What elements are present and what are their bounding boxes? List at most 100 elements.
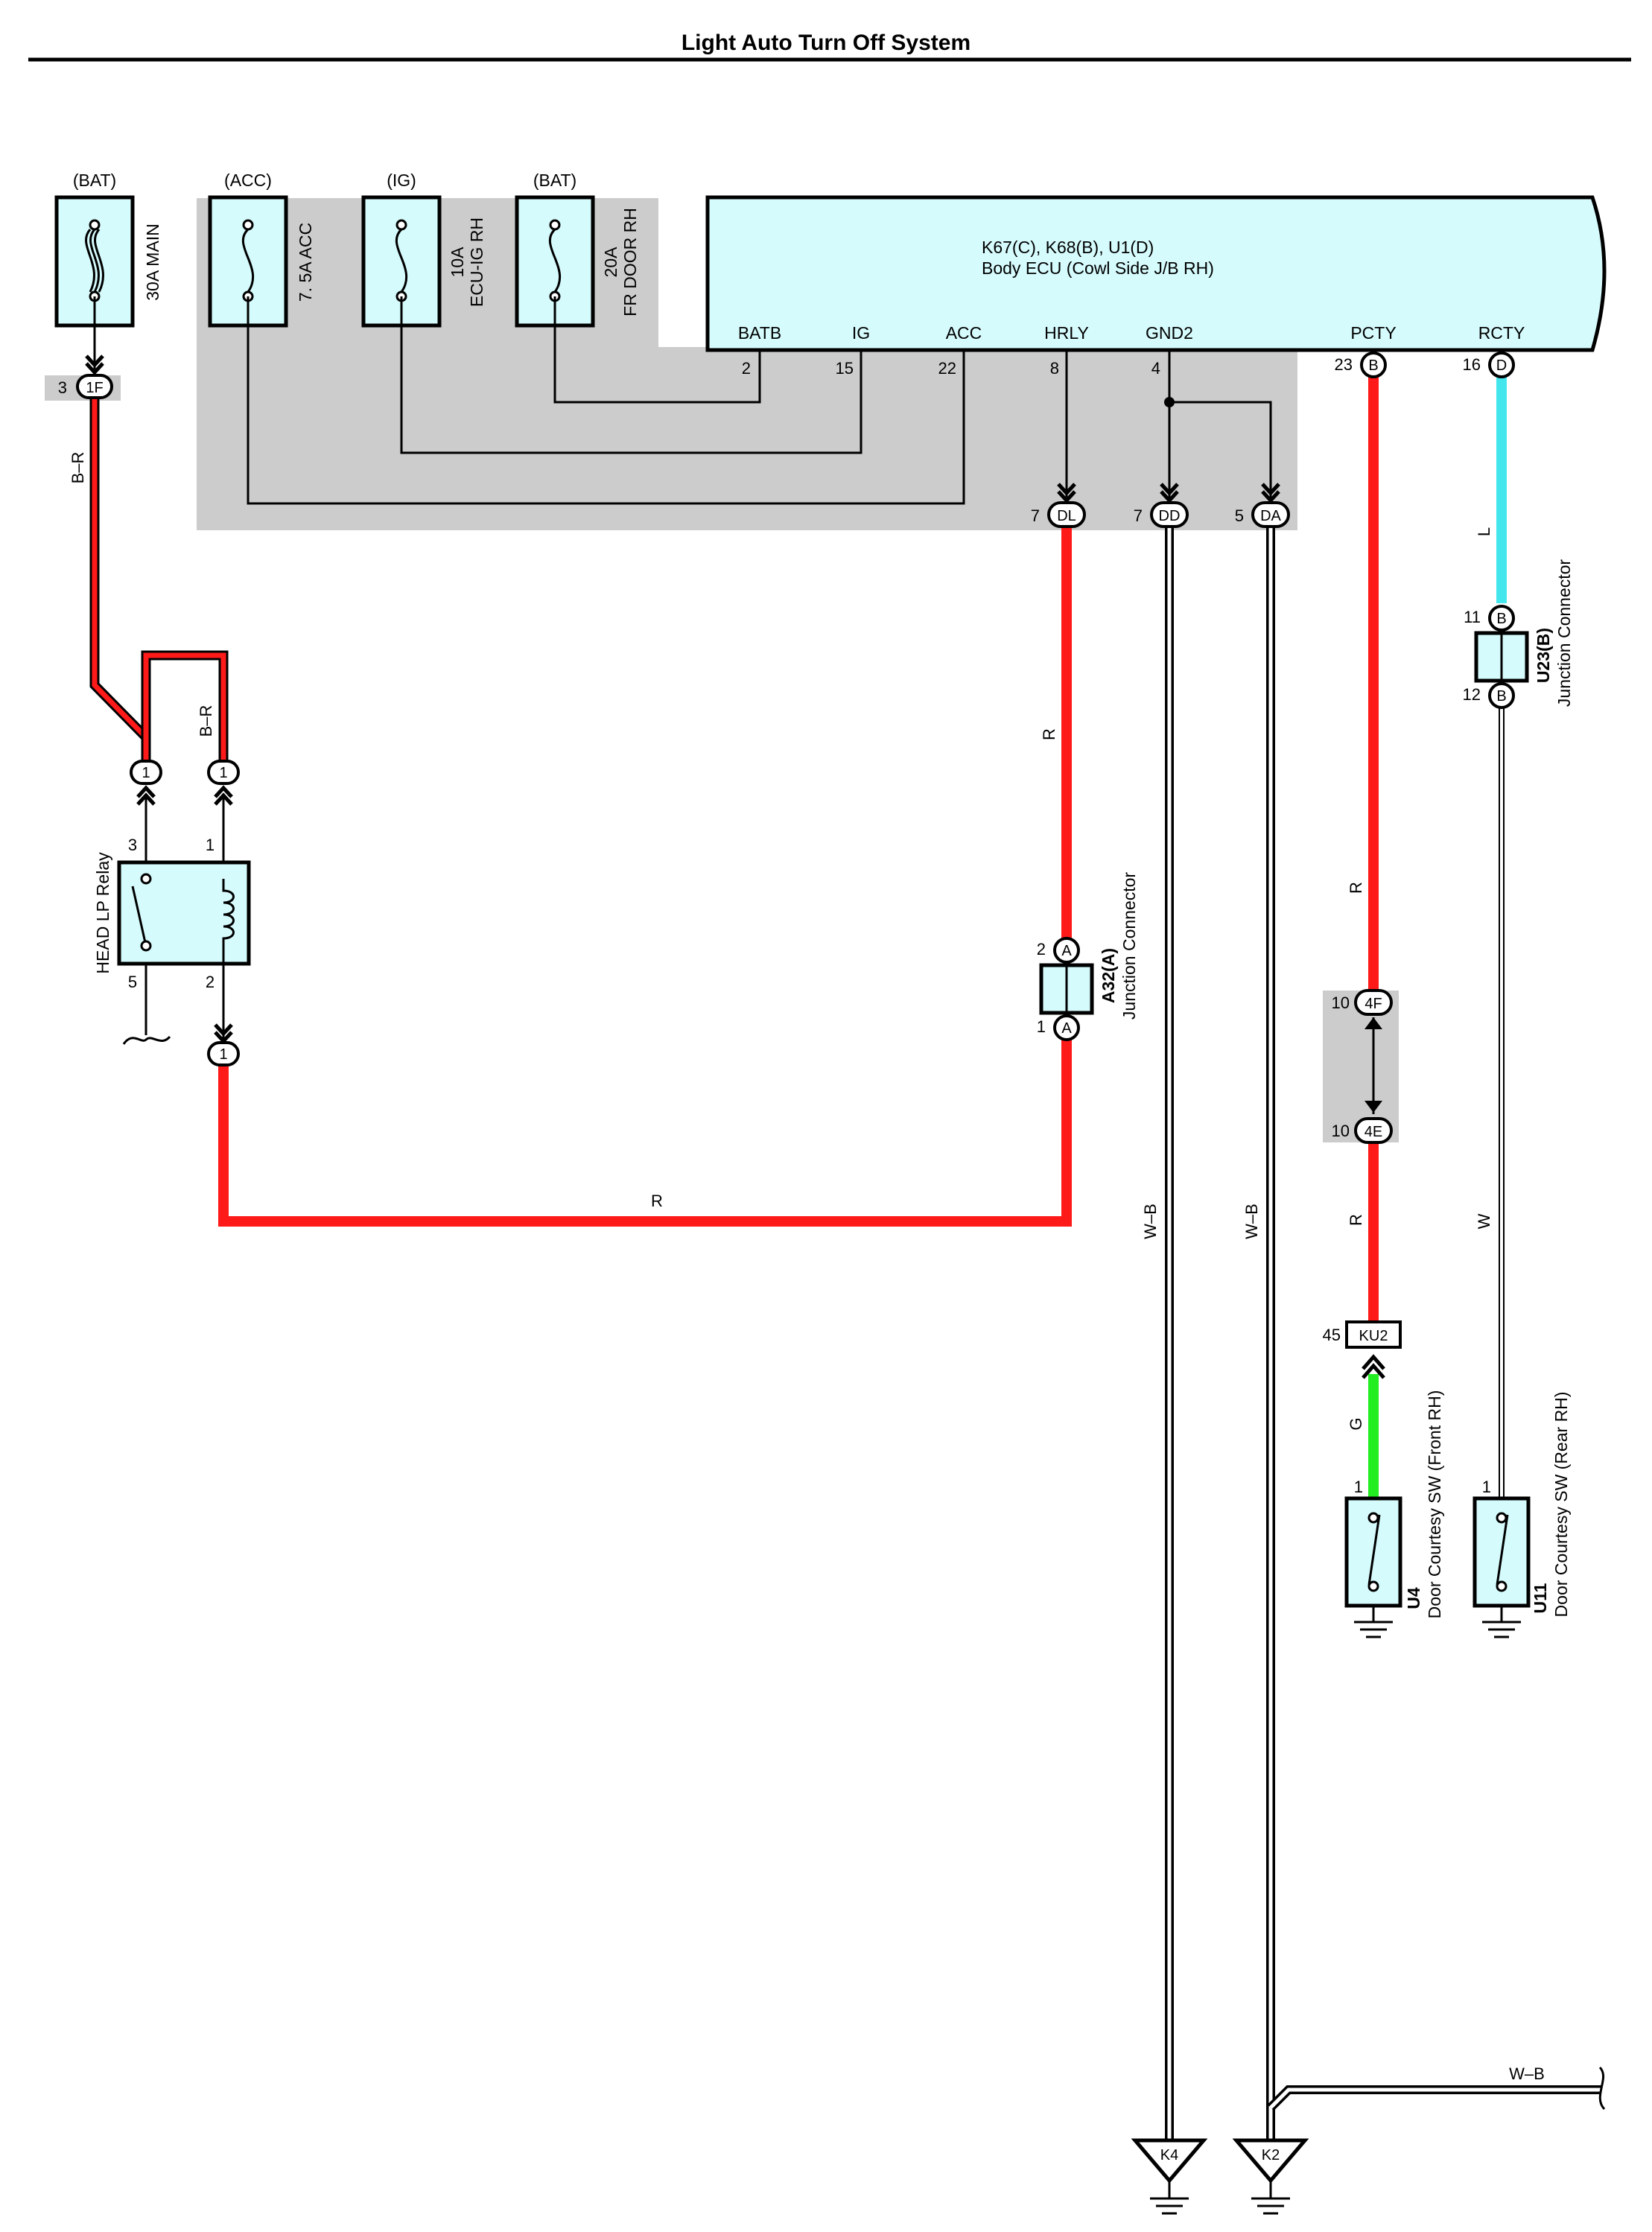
arrow-1f [85,354,104,368]
wire-b-r-main [89,395,229,766]
fuse-source-label: (IG) [387,171,416,190]
ecu-terminal-acc: ACC [946,323,982,343]
connector-label: 4F [1365,996,1382,1012]
u23-id: U23(B) [1534,628,1553,683]
a32-name: Junction Connector [1119,872,1139,1020]
pin-number: 1 [1037,1017,1046,1036]
connector-dd: 7 DD [1134,501,1189,528]
connector-label: A [1061,1020,1072,1037]
pin-number: 2 [742,359,751,378]
connector-label: B [1496,688,1506,705]
pin-number: 10 [1332,1122,1350,1140]
wire-color-label: L [1475,527,1493,536]
fuse-name-label: 7. 5A ACC [296,223,315,302]
pin-number: 1 [1354,1478,1363,1496]
connector-dl: 7 DL [1031,501,1086,528]
connector-label: DD [1159,508,1181,524]
u11-door-courtesy-switch: 1 U11 Door Courtesy SW (Rear RH) [1472,1392,1571,1638]
connector-label: 4E [1365,1124,1382,1140]
pin-number: 12 [1463,685,1481,704]
u4-name: Door Courtesy SW (Front RH) [1425,1390,1444,1619]
ecu-terminal-hrly: HRLY [1044,323,1089,343]
pin-number: 10 [1332,993,1350,1012]
arrows-4f-4e [1365,1017,1382,1113]
fuse-amp-label: 10A [448,247,467,278]
wire-color-label: G [1347,1417,1365,1430]
pin-number: 23 [1335,355,1353,374]
relay-pin-5: 5 [128,973,137,991]
fuse-name-label: 30A MAIN [143,223,162,301]
connector-arrows [1057,483,1280,503]
connector-label: 1 [142,765,150,781]
ecu-terminal-ig: IG [852,323,870,343]
connector-ku2: 45 KU2 [1323,1320,1402,1349]
pin-number: 45 [1323,1326,1341,1344]
arrow-ku2 [1362,1354,1385,1379]
wire-w-b-da [1266,526,1601,2145]
pin-number: 7 [1134,506,1143,525]
ground-label: K2 [1262,2147,1280,2163]
wire-color-label: B–R [197,705,215,737]
head-lp-relay: 1 1 3 1 5 2 HEAD LP Relay [93,760,251,1066]
body-ecu: K67(C), K68(B), U1(D) Body ECU (Cowl Sid… [705,195,1607,352]
ecu-terminal-pcty: PCTY [1350,323,1396,343]
fuse-ecu-internal-wiring [247,296,1272,505]
pin-number: 1 [1482,1478,1491,1496]
ecu-subtitle: Body ECU (Cowl Side J/B RH) [982,258,1214,278]
connector-label: A [1061,943,1072,959]
connector-label: 1F [86,380,103,396]
ecu-title: K67(C), K68(B), U1(D) [982,238,1154,257]
u11-id: U11 [1531,1583,1550,1613]
wire-color-label: W–B [1509,2064,1545,2083]
pin-number: 16 [1463,355,1481,374]
diagram-title: Light Auto Turn Off System [682,31,970,55]
connector-label: DA [1260,508,1281,524]
wire-color-label: R [651,1192,663,1210]
fuse-source-label: (BAT) [73,171,116,190]
fuse-name-label: FR DOOR RH [620,208,640,317]
connector-pcty: B [1360,352,1387,378]
ecu-terminal-batb: BATB [738,323,781,343]
connector-1f: 3 1F [58,374,113,399]
relay-name: HEAD LP Relay [93,852,112,974]
wire-color-label: W [1475,1213,1493,1229]
fuse-10a-ecu-ig-rh: (IG) 10A ECU-IG RH [361,171,486,328]
connector-label: D [1496,357,1507,374]
fuse-30a-main: (BAT) 30A MAIN [54,171,162,328]
wire-color-label: R [1347,882,1365,894]
pin-number: 11 [1464,608,1481,626]
connector-4f: 10 4F [1332,989,1393,1016]
relay-pin-1: 1 [206,836,215,854]
u4-door-courtesy-switch: 1 U4 Door Courtesy SW (Front RH) [1344,1390,1444,1638]
ground-k2: K2 [1232,2138,1309,2215]
wire-color-label: R [1040,728,1058,740]
connector-rcty: D [1488,352,1515,378]
fuse-source-label: (ACC) [224,171,272,190]
connector-4f-4e-shade [1323,991,1399,1142]
a32-junction-connector: 2 A A 1 A32(A) Junction Connector [1037,872,1139,1041]
wire-r-bottom [218,1039,1072,1227]
pin-number: 22 [938,359,956,378]
ground-label: K4 [1160,2147,1178,2163]
a32-id: A32(A) [1099,948,1118,1003]
wire-color-label: R [1347,1214,1365,1226]
connector-label: B [1368,357,1378,374]
wire-color-label: B–R [69,452,87,484]
pin-number: 3 [58,378,67,397]
pin-number: 7 [1031,506,1040,525]
relay-pin-2: 2 [206,973,215,991]
arrow-1f [85,362,104,375]
fuse-20a-fr-door-rh: (BAT) 20A FR DOOR RH [515,171,640,328]
pin-number: 5 [1235,506,1244,525]
u4-id: U4 [1404,1587,1423,1609]
pin-number: 4 [1151,359,1160,378]
connector-label: B [1496,611,1506,627]
ecu-terminal-gnd2: GND2 [1146,323,1193,343]
connector-da: 5 DA [1235,501,1290,528]
connector-label: 1 [219,1046,227,1063]
fuse-7-5a-acc: (ACC) 7. 5A ACC [208,171,315,328]
connector-label: 1 [219,765,227,781]
ecu-terminal-rcty: RCTY [1478,323,1525,343]
u11-name: Door Courtesy SW (Rear RH) [1551,1392,1571,1618]
